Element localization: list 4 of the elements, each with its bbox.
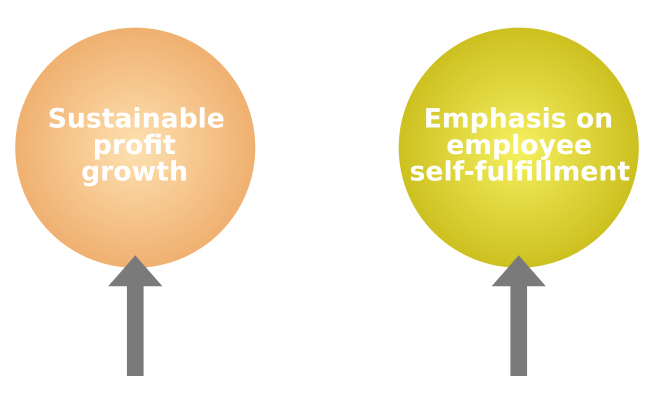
arrow [492,254,546,376]
node-circle: Sustainable profit growth [15,27,256,268]
arrow [108,254,162,376]
node-circle: Emphasis on employee self-fulfillment [398,27,639,268]
